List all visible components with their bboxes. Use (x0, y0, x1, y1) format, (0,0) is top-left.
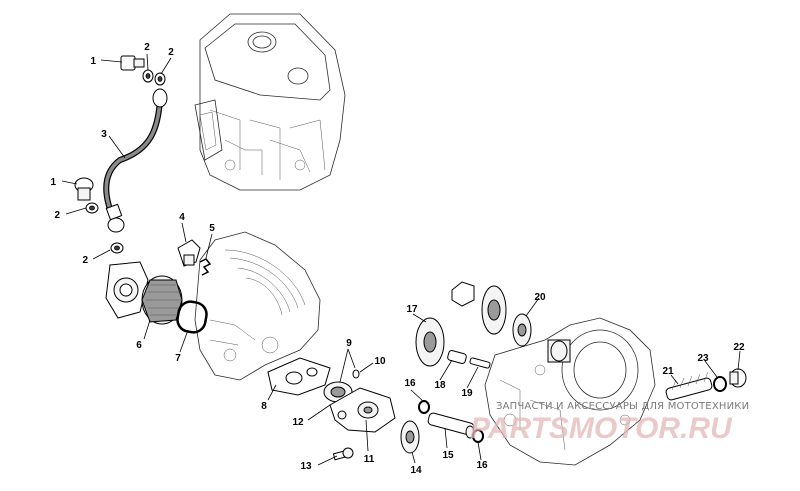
drain-plug (729, 368, 747, 388)
crankcase-right-illustration (484, 317, 656, 466)
washer-top-2 (154, 72, 166, 86)
callout-17: 17 (406, 304, 418, 315)
o-ring-23 (713, 376, 727, 392)
washer-bottom-2 (110, 242, 124, 254)
callout-7: 7 (175, 353, 181, 364)
callout-16a: 16 (404, 378, 416, 389)
washer-bottom-1 (85, 202, 99, 214)
filter-o-ring (176, 300, 208, 334)
pump-gasket (267, 357, 331, 396)
banjo-bolt-bottom (74, 177, 94, 201)
washer-top-1 (142, 69, 154, 83)
leader-lines (61, 53, 741, 466)
idler-gear (415, 317, 445, 367)
gear-20 (512, 313, 532, 347)
oil-filter (141, 275, 183, 325)
callout-21: 21 (662, 366, 674, 377)
callout-2d: 2 (82, 255, 88, 266)
locating-pin (352, 369, 360, 379)
crankcase-cover-illustration (194, 231, 321, 381)
callout-12: 12 (292, 417, 304, 428)
callout-10: 10 (374, 356, 386, 367)
callout-4: 4 (179, 212, 185, 223)
callout-16b: 16 (476, 460, 488, 471)
oil-filter-housing (105, 261, 149, 319)
watermark-logo: PARTSMOTOR.RU (470, 412, 733, 445)
banjo-bolt-top (120, 55, 145, 71)
callout-15: 15 (442, 450, 454, 461)
circlip-16a (418, 400, 430, 414)
callout-14: 14 (410, 465, 422, 476)
callout-22: 22 (733, 342, 745, 353)
callout-1a: 1 (90, 56, 96, 67)
callout-19: 19 (461, 388, 473, 399)
oil-pump-body (329, 387, 396, 433)
callout-5: 5 (209, 223, 215, 234)
callout-3: 3 (101, 129, 107, 140)
callout-1b: 1 (50, 177, 56, 188)
oil-pipe (103, 88, 168, 233)
filter-mesh (665, 371, 713, 401)
pump-bolt (332, 447, 354, 461)
oil-pressure-sensor (177, 239, 201, 267)
callout-18: 18 (434, 380, 446, 391)
callout-2c: 2 (54, 210, 60, 221)
callout-20: 20 (534, 292, 546, 303)
callout-6: 6 (136, 340, 142, 351)
pump-shaft (427, 412, 475, 439)
idler-pin (469, 357, 491, 369)
pump-drive-gear (400, 420, 420, 454)
spring (199, 258, 212, 276)
callout-11: 11 (364, 454, 375, 465)
idler-bushing (447, 350, 467, 364)
callout-2b: 2 (168, 47, 174, 58)
callout-9: 9 (346, 338, 352, 349)
callout-2a: 2 (144, 42, 150, 53)
nut-and-gears-stack (451, 281, 507, 335)
cylinder-head-illustration (194, 13, 346, 191)
callout-8: 8 (261, 401, 267, 412)
callout-13: 13 (300, 461, 312, 472)
callout-23: 23 (697, 353, 709, 364)
watermark-text: ЗАПЧАСТИ И АКСЕССУАРЫ ДЛЯ МОТОТЕХНИКИ (496, 401, 749, 412)
